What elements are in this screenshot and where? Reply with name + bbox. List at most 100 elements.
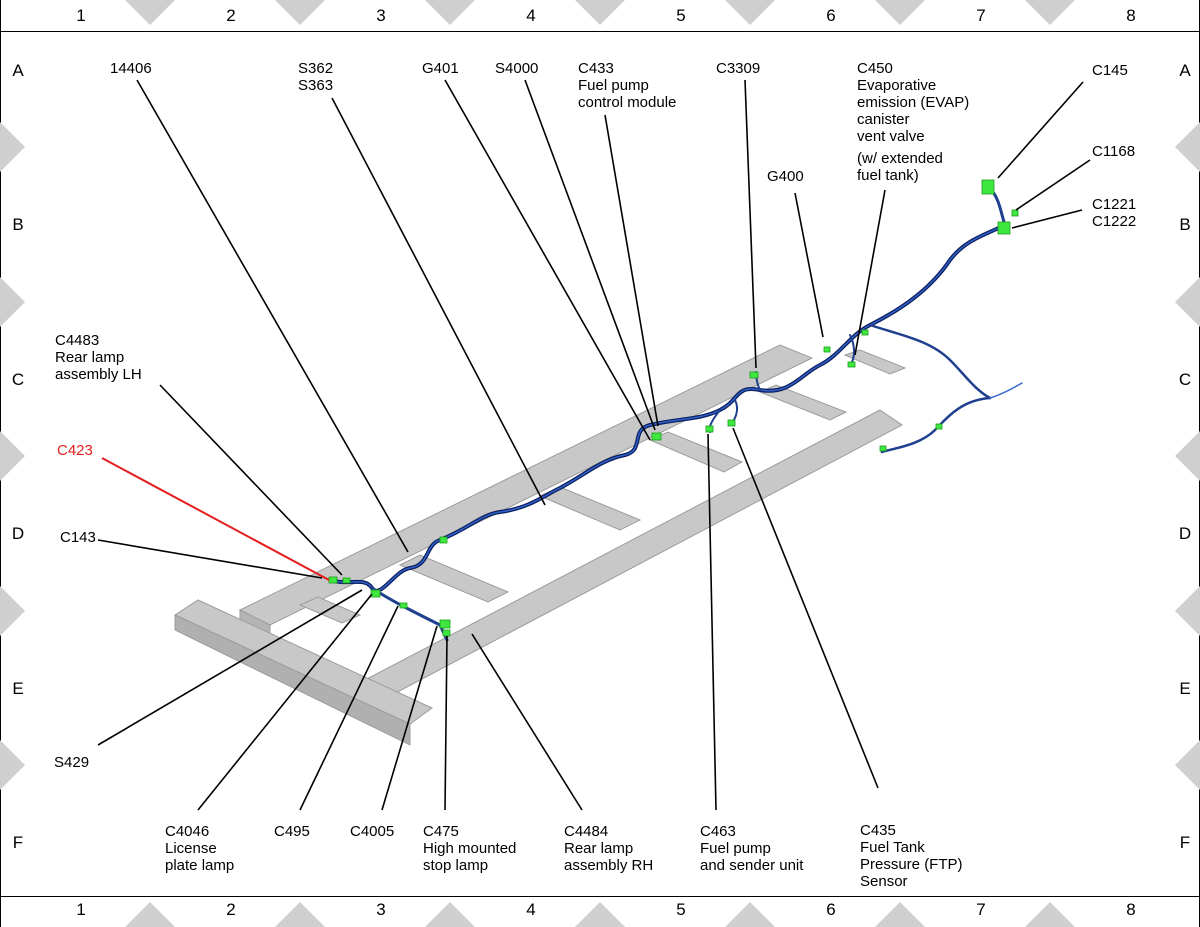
grid-col-bottom-4: 4 [526,900,536,919]
grid-row-left-E: E [12,679,24,698]
grid-col-bottom-6: 6 [826,900,836,919]
callout-c145-line-1: C145 [1092,62,1128,79]
grid-row-left-D: D [11,524,25,543]
chassis-frame [173,344,907,746]
callout-s429-line-1: S429 [54,754,90,771]
grid-row-right-F: F [1179,833,1191,852]
callout-c1221-line-2: C1222 [1092,213,1137,230]
callout-c143-line-1: C143 [60,529,96,546]
grid-col-top-5: 5 [676,6,686,25]
callout-c1168: C1168 [1092,143,1135,160]
callout-c435-line-2: Fuel Tank [860,839,925,856]
grid-row-right-C: C [1178,370,1192,389]
callout-c463-line-2: Fuel pump [700,840,771,857]
callout-s4000: S4000 [495,60,538,77]
callout-c450-line-1: C450 [857,60,893,77]
callout-c3309: C3309 [716,60,760,77]
callout-s429: S429 [54,754,89,771]
grid-col-top-6: 6 [826,6,836,25]
callout-c450-note-line-1: (w/ extended [857,150,943,167]
grid-col-top-4: 4 [526,6,536,25]
grid-col-bottom-1: 1 [76,900,86,919]
grid-row-left-F: F [12,833,24,852]
grid-row-left-A: A [12,61,24,80]
callout-c4046-line-2: License [165,840,217,857]
grid-col-top-3: 3 [376,6,386,25]
bottom-border-line [0,896,1200,897]
callout-c450: C450 Evaporative emission (EVAP) caniste… [857,60,969,145]
callout-g400-line-1: G400 [767,168,804,185]
top-border-line [0,31,1200,32]
callout-c435: C435 Fuel Tank Pressure (FTP) Sensor [860,822,963,890]
callout-c475: C475 High mounted stop lamp [423,823,516,874]
callout-c463-line-3: and sender unit [700,857,804,874]
grid-col-top-1: 1 [76,6,86,25]
grid-col-bottom-3: 3 [376,900,386,919]
callout-c3309-line-1: C3309 [716,60,761,77]
callout-c4046-line-3: plate lamp [165,857,235,874]
grid-col-bottom-7: 7 [976,900,986,919]
callout-c450-line-4: canister [857,111,910,128]
callout-c4483-line-1: C4483 [55,332,100,349]
callout-c495-line-1: C495 [274,823,310,840]
callout-c450-line-3: emission (EVAP) [857,94,970,111]
callout-c463: C463 Fuel pump and sender unit [700,823,803,874]
callout-c4483-line-2: Rear lamp [55,349,125,366]
callout-c450-line-5: vent valve [857,128,925,145]
leader-lines [97,79,1091,811]
callout-c435-line-1: C435 [860,822,896,839]
callout-c475-line-3: stop lamp [423,857,489,874]
grid-row-right-E: E [1179,679,1191,698]
callout-c4046-line-1: C4046 [165,823,210,840]
grid-row-right-B: B [1179,215,1191,234]
grid-col-bottom-2: 2 [226,900,236,919]
grid-col-top-7: 7 [976,6,986,25]
callout-g400: G400 [767,168,804,185]
callout-14406-line-1: 14406 [110,60,152,77]
callout-c4483-line-3: assembly LH [55,366,142,383]
callout-14406: 14406 [110,60,152,77]
callout-c433-line-3: control module [578,94,677,111]
callout-c475-line-1: C475 [423,823,459,840]
callout-c433-line-1: C433 [578,60,614,77]
callout-c433-line-2: Fuel pump [578,77,649,94]
c423-leader-line [101,457,330,581]
callout-g401-line-1: G401 [422,60,459,77]
callout-c450-note-line-2: fuel tank) [857,167,919,184]
callout-c463-line-1: C463 [700,823,736,840]
grid-col-top-2: 2 [226,6,236,25]
callout-s362-s363: S362 S363 [298,60,333,94]
callout-s4000-line-1: S4000 [495,60,539,77]
callout-g401: G401 [422,60,459,77]
callout-c143: C143 [60,529,96,546]
callout-c4484-line-2: Rear lamp [564,840,634,857]
callout-c1221-line-1: C1221 [1092,196,1137,213]
grid-row-right-A: A [1179,61,1191,80]
grid-row-left-C: C [11,370,25,389]
callout-s362-line-1: S362 [298,60,334,77]
grid-row-right-D: D [1178,524,1192,543]
callout-c423-line-1: C423 [57,442,93,459]
callout-c4484: C4484 Rear lamp assembly RH [564,823,653,874]
callout-c435-line-3: Pressure (FTP) [860,856,963,873]
callout-c4484-line-1: C4484 [564,823,609,840]
callout-c433: C433 Fuel pump control module [578,60,676,111]
callout-c423-highlighted: C423 [57,442,93,459]
grid-col-bottom-5: 5 [676,900,686,919]
grid-row-left-B: B [12,215,24,234]
callout-c435-line-4: Sensor [860,873,908,890]
callout-c475-line-2: High mounted [423,840,517,857]
connectors [328,179,1019,637]
callout-c1221-c1222: C1221 C1222 [1092,196,1136,230]
callout-c450-line-2: Evaporative [857,77,937,94]
grid-col-top-8: 8 [1126,6,1136,25]
callout-s362-line-2: S363 [298,77,334,94]
callout-c4046: C4046 License plate lamp [165,823,234,874]
callout-c145: C145 [1092,62,1128,79]
callout-c1168-line-1: C1168 [1092,143,1136,160]
callout-c4483: C4483 Rear lamp assembly LH [55,332,142,383]
callout-c4005-line-1: C4005 [350,823,395,840]
